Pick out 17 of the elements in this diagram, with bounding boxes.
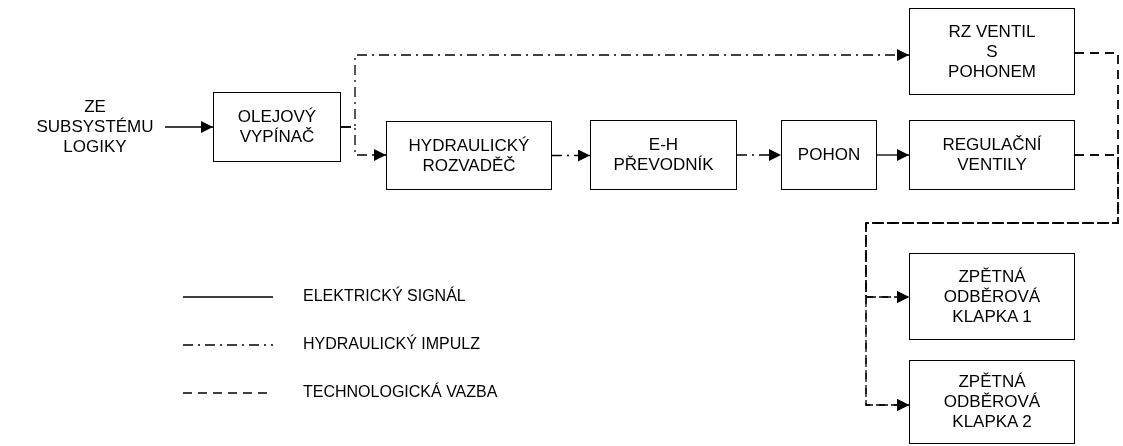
arrow (164, 121, 214, 133)
arrow (340, 126, 387, 161)
arrow (736, 149, 782, 161)
legend-label: ELEKTRICKÝ SIGNÁL (303, 287, 466, 305)
arrow (876, 149, 910, 161)
process-box: OLEJOVÝ VYPÍNAČ (213, 92, 341, 162)
legend-label: HYDRAULICKÝ IMPULZ (303, 335, 480, 353)
process-box: RZ VENTIL S POHONEM (909, 8, 1075, 95)
process-box: E-H PŘEVODNÍK (590, 120, 737, 190)
arrow (551, 149, 591, 162)
process-box: ZPĚTNÁ ODBĚROVÁ KLAPKA 2 (909, 360, 1075, 444)
arrow (865, 154, 1119, 411)
legend-label: TECHNOLOGICKÁ VAZBA (303, 383, 498, 401)
process-box: ZPĚTNÁ ODBĚROVÁ KLAPKA 1 (909, 253, 1075, 340)
process-box: REGULAČNÍ VENTILY (909, 120, 1075, 190)
process-box: POHON (781, 120, 877, 190)
process-box: HYDRAULICKÝ ROZVADĚČ (386, 121, 552, 190)
